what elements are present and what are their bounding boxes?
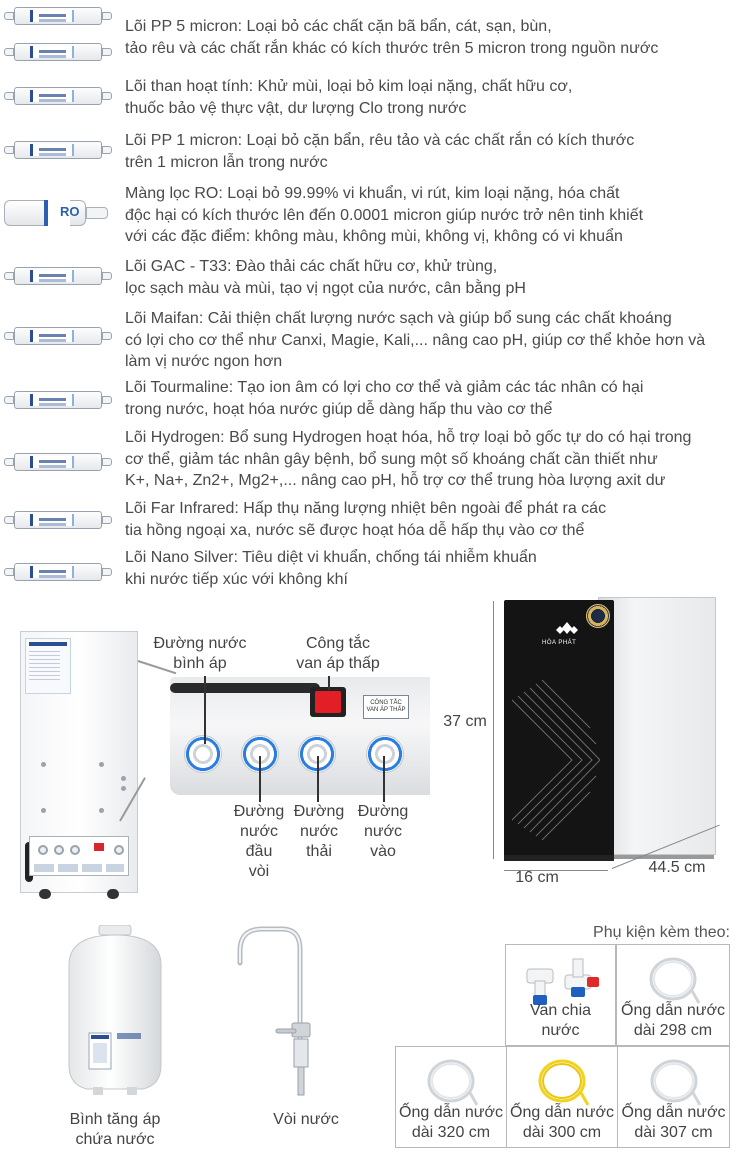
filter-description: Lõi PP 1 micron: Loại bỏ cặn bẩn, rêu tả… [125, 132, 635, 171]
tube-coil-icon [427, 1059, 479, 1106]
faucet-label: Vòi nước [273, 1111, 339, 1128]
dimension-width: 16 cm [515, 869, 559, 886]
filter-description: Lõi PP 5 micron: Loại bỏ các chất cặn bã… [125, 18, 659, 57]
faucet-image [237, 926, 311, 1096]
dimension-depth: 44.5 cm [648, 859, 706, 876]
filter-description: Lõi Nano Silver: Tiêu diệt vi khuẩn, chố… [125, 549, 537, 588]
filter-description: Lõi Maifan: Cải thiện chất lượng nước sạ… [125, 310, 706, 370]
chevron-pattern-icon [512, 680, 600, 840]
brand-name: HÒA PHÁT [542, 640, 577, 646]
dimension-height: 37 cm [443, 713, 487, 730]
splitter-valve-icon [526, 958, 599, 1005]
filter-description: Lõi Hydrogen: Bổ sung Hydrogen hoạt hóa,… [125, 429, 692, 489]
filter-description: Lõi Far Infrared: Hấp thụ năng lượng nhi… [125, 500, 607, 539]
purifier-back-view [20, 631, 138, 899]
tube-coil-icon [650, 1059, 701, 1106]
award-badge-icon [586, 604, 610, 628]
tube-coil-icon [649, 957, 701, 1004]
purifier-product-image: HÒA PHÁT [490, 597, 730, 863]
accessories-heading: Phụ kiện kèm theo: [593, 924, 730, 941]
hoa-phat-logo-icon [556, 622, 578, 634]
inlet-port-icon [366, 735, 404, 773]
yellow-tube-coil-icon [538, 1059, 590, 1106]
filter-description: Lõi than hoạt tính: Khử mùi, loại bỏ kim… [125, 78, 573, 117]
filter-description: Màng lọc RO: Loại bỏ 99.99% vi khuẩn, vi… [125, 185, 644, 245]
filter-description: Lõi GAC - T33: Đào thải các chất hữu cơ,… [125, 258, 526, 297]
filter-description: Lõi Tourmaline: Tạo ion âm có lợi cho cơ… [125, 379, 644, 418]
tank-port-icon [184, 735, 222, 773]
low-pressure-switch-icon [310, 687, 346, 717]
pressure-tank-image [68, 925, 162, 1095]
